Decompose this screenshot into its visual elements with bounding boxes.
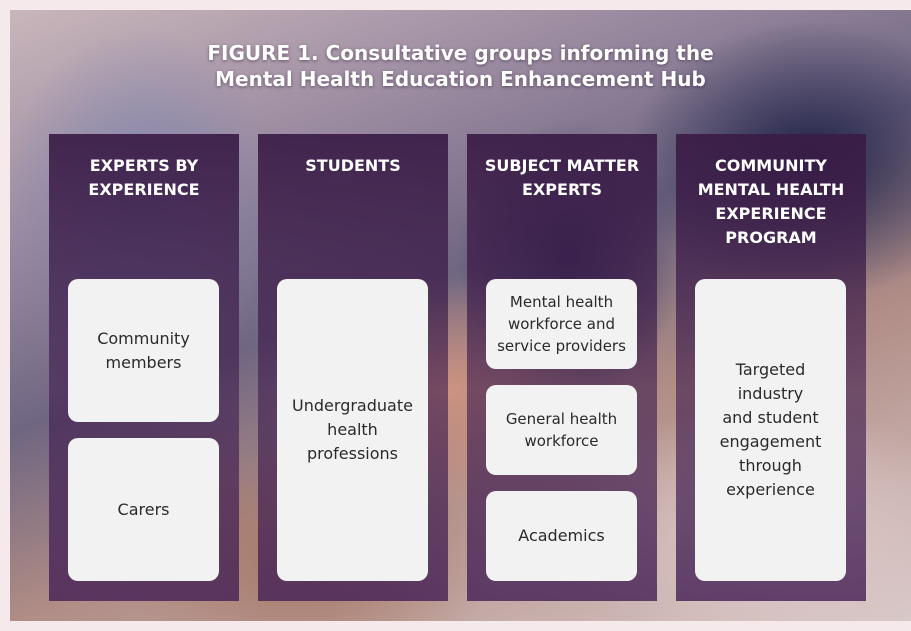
box-academics: Academics: [486, 491, 637, 581]
figure-title: FIGURE 1. Consultative groups informing …: [10, 40, 911, 92]
box-general-health-workforce: General health workforce: [486, 385, 637, 475]
column-heading: STUDENTS: [305, 156, 401, 175]
box-undergraduate-health-professions: Undergraduate health professions: [277, 279, 428, 581]
column-experts-by-experience: EXPERTS BY EXPERIENCE Community members …: [49, 134, 239, 601]
column-students: STUDENTS Undergraduate health profession…: [258, 134, 448, 601]
figure-title-line-2: Mental Health Education Enhancement Hub: [215, 67, 706, 91]
figure-title-line-1: FIGURE 1. Consultative groups informing …: [207, 41, 714, 65]
box-mental-health-workforce: Mental health workforce and service prov…: [486, 279, 637, 369]
column-subject-matter-experts: SUBJECT MATTER EXPERTS Mental health wor…: [467, 134, 657, 601]
box-carers: Carers: [68, 438, 219, 581]
column-heading: EXPERTS BY EXPERIENCE: [88, 156, 200, 199]
column-heading: COMMUNITY MENTAL HEALTH EXPERIENCE PROGR…: [697, 156, 845, 247]
column-community-mental-health-program: COMMUNITY MENTAL HEALTH EXPERIENCE PROGR…: [676, 134, 866, 601]
box-targeted-industry-engagement: Targeted industry and student engagement…: [695, 279, 846, 581]
column-heading: SUBJECT MATTER EXPERTS: [484, 156, 640, 199]
box-community-members: Community members: [68, 279, 219, 422]
